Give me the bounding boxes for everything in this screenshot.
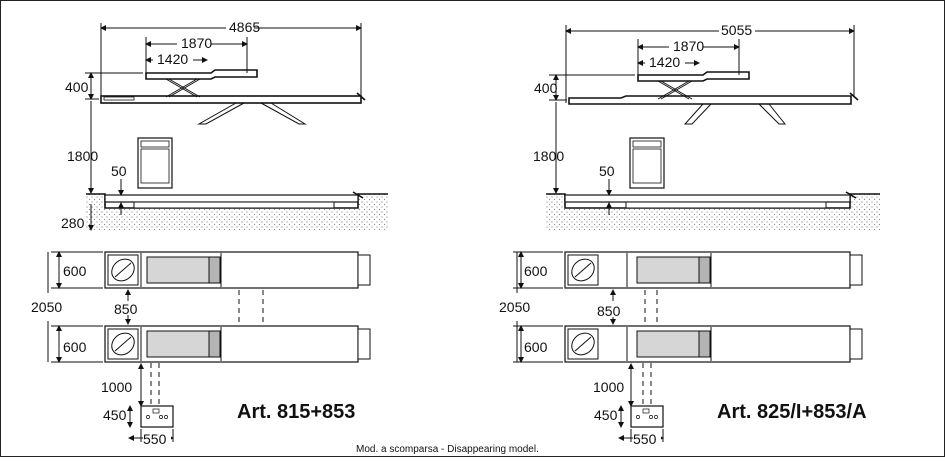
right-console-depth: 450 bbox=[594, 407, 618, 423]
left-gap: 850 bbox=[114, 301, 138, 317]
right-platform-width-bottom: 600 bbox=[524, 339, 548, 355]
right-gap: 850 bbox=[597, 303, 621, 319]
left-length-mid: 1870 bbox=[181, 35, 212, 51]
left-track-distance: 2050 bbox=[31, 299, 62, 315]
left-article-label: Art. 815+853 bbox=[237, 401, 355, 423]
left-total-length: 4865 bbox=[229, 19, 260, 35]
right-platform-width-top: 600 bbox=[524, 263, 548, 279]
right-side-view-lowered: 1800 50 bbox=[533, 102, 880, 230]
left-platform-width-bottom: 600 bbox=[63, 339, 87, 355]
left-height-raised: 400 bbox=[65, 79, 89, 95]
left-drawing: 4865 1870 1420 40 bbox=[31, 19, 388, 447]
left-height-console: 1800 bbox=[67, 148, 98, 164]
right-console-width: 550 bbox=[633, 431, 657, 447]
right-total-length: 5055 bbox=[721, 22, 752, 38]
right-top-view: 600 2050 850 600 1000 450 550 bbox=[499, 251, 863, 447]
right-height-raised: 400 bbox=[534, 80, 558, 96]
left-length-inner: 1420 bbox=[157, 51, 188, 67]
left-side-view-raised: 4865 1870 1420 40 bbox=[65, 19, 366, 125]
right-length-inner: 1420 bbox=[649, 54, 680, 70]
right-height-console: 1800 bbox=[533, 148, 564, 164]
right-pit-offset: 50 bbox=[599, 163, 615, 179]
right-article-label: Art. 825/I+853/A bbox=[717, 401, 867, 423]
left-top-view: 600 2050 850 600 1000 450 bbox=[31, 251, 371, 447]
left-pit-offset: 50 bbox=[111, 163, 127, 179]
right-length-mid: 1870 bbox=[673, 38, 704, 54]
left-platform-width-top: 600 bbox=[63, 263, 87, 279]
right-console-distance: 1000 bbox=[593, 379, 624, 395]
right-drawing: 5055 1870 1420 400 1800 bbox=[499, 22, 880, 447]
left-console-distance: 1000 bbox=[101, 379, 132, 395]
bottom-caption: Mod. a scomparsa - Disappearing model. bbox=[356, 444, 539, 455]
left-side-view-lowered: 1800 50 280 bbox=[61, 101, 388, 231]
left-console-width: 550 bbox=[143, 431, 167, 447]
right-side-view-raised: 5055 1870 1420 400 bbox=[534, 22, 859, 125]
left-pit-depth: 280 bbox=[61, 215, 85, 231]
left-console-depth: 450 bbox=[103, 407, 127, 423]
right-track-distance: 2050 bbox=[499, 299, 530, 315]
